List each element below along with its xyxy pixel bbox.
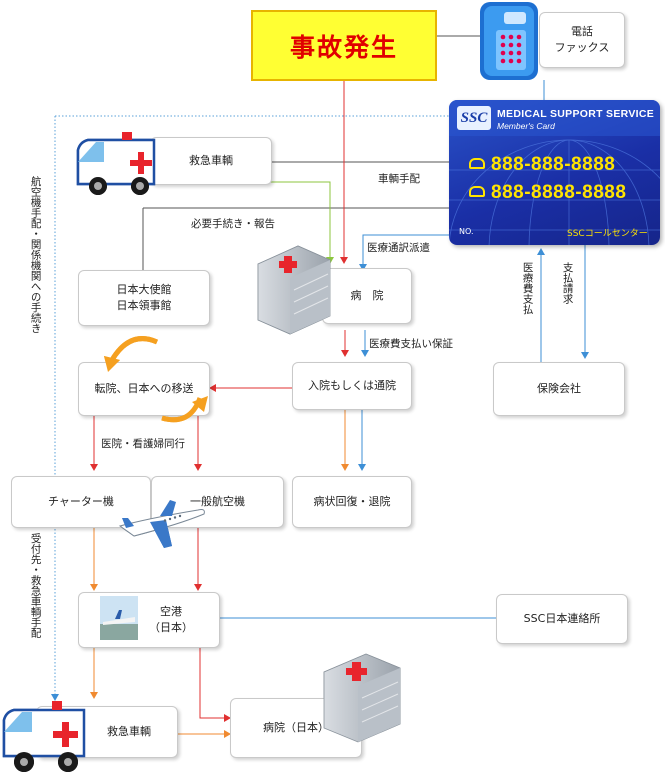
card-member-label: Member's Card: [497, 121, 555, 131]
member-card: SSC MEDICAL SUPPORT SERVICE Member's Car…: [449, 100, 660, 245]
hospital-japan-box: 病院（日本）: [230, 698, 362, 758]
label-interpreter: 医療通訳派遣: [367, 242, 430, 254]
card-phone-1: 888-888-8888: [469, 154, 615, 176]
label-flight-procedures: 航空機手配・関係機関への手続き: [29, 176, 42, 334]
telephone-icon: [480, 2, 538, 80]
dotted-lines: [51, 115, 449, 701]
blue-lines: [220, 35, 589, 619]
hospital-box: 病 院: [322, 268, 412, 324]
accident-box: 事故発生: [251, 10, 437, 81]
airline-box: 一般航空機: [151, 476, 284, 528]
admission-box: 入院もしくは通院: [292, 362, 412, 410]
telephone-icon: [469, 186, 485, 197]
label-payment-guarantee: 医療費支払い保証: [369, 338, 453, 350]
telephone-icon: [469, 158, 485, 169]
label-vehicle-arrange: 車輌手配: [378, 173, 420, 185]
recovery-box: 病状回復・退院: [292, 476, 412, 528]
label-procedures-report: 必要手続き・報告: [191, 218, 275, 230]
ambulance-bottom-box: 救急車輌: [36, 706, 178, 758]
label-nurse-escort: 医院・看護婦同行: [101, 438, 185, 450]
charter-box: チャーター機: [11, 476, 151, 528]
card-phone-2: 888-8888-8888: [469, 182, 626, 204]
green-line: [245, 181, 334, 264]
hospital-building-icon: [257, 245, 331, 335]
card-no-label: NO.: [459, 227, 474, 236]
ssc-office-box: SSC日本連絡所: [496, 594, 628, 644]
label-medical-payment: 医療費支払: [521, 262, 534, 315]
card-service-name: MEDICAL SUPPORT SERVICE: [497, 108, 655, 120]
red-lines: [90, 81, 349, 722]
airport-box: 空港 （日本）: [78, 592, 220, 648]
label-receiver-ambulance: 受付先・救急車輌手配: [29, 533, 42, 638]
label-payment-claim: 支払請求: [561, 262, 574, 304]
phone-fax-box: 電話 ファックス: [539, 12, 625, 68]
ssc-logo: SSC: [457, 106, 491, 130]
embassy-box: 日本大使館 日本領事館: [78, 270, 210, 326]
orange-lines: [90, 406, 349, 738]
transfer-box: 転院、日本への移送: [78, 362, 210, 416]
gray-lines: [142, 35, 480, 270]
card-center-label: SSCコールセンター: [567, 229, 648, 239]
ambulance-icon: [76, 132, 156, 195]
insurance-box: 保険会社: [493, 362, 625, 416]
ambulance-top-box: 救急車輌: [150, 137, 272, 185]
